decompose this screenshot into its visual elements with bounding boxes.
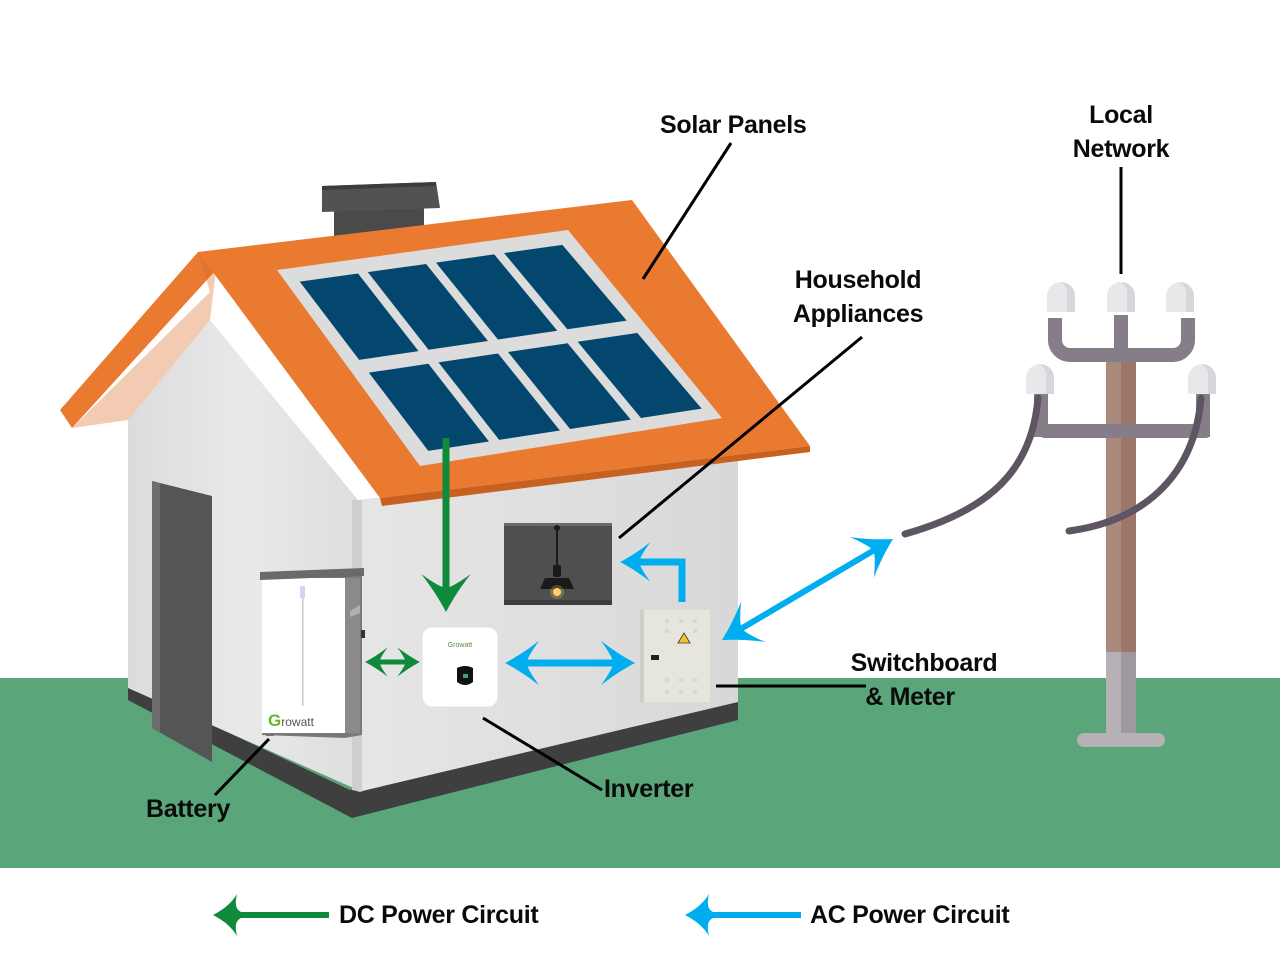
leader-inverter [482, 716, 603, 792]
legend-ac-arrow-icon [685, 894, 801, 936]
label-switchboard-line1: Switchboard [850, 649, 998, 677]
solar-panel-cells [299, 244, 702, 451]
label-household-line2: Appliances [792, 300, 924, 328]
label-local-network-line2: Network [1072, 135, 1170, 163]
label-switchboard-line2: & Meter [865, 683, 955, 711]
arrow-switchboard-grid-head-back [722, 601, 766, 642]
insulators [1026, 282, 1216, 394]
leader-household [618, 335, 863, 540]
solar-panel-cell [438, 353, 560, 440]
solar-panels [277, 230, 722, 466]
leader-lines [213, 142, 1123, 797]
solar-panel-cell [435, 254, 558, 340]
label-switchboard-meter: Switchboard & Meter [836, 646, 1012, 714]
door [152, 481, 212, 762]
solar-panel-cell [367, 263, 488, 350]
power-pole [901, 282, 1216, 747]
arrow-switchboard-grid-head [849, 537, 893, 578]
label-solar-panels: Solar Panels [660, 108, 807, 142]
house [60, 182, 810, 818]
house-foundation [128, 685, 738, 818]
label-household-appliances: Household Appliances [782, 263, 934, 331]
solar-panel-cell [577, 332, 702, 418]
inverter: Growatt [421, 626, 499, 708]
arrow-inverter-switchboard-head [600, 640, 635, 686]
pendant-lamp-icon [540, 525, 574, 599]
legend-dc-arrow-icon [213, 894, 329, 936]
label-household-line1: Household [794, 266, 922, 294]
label-solar-panels-text: Solar Panels [660, 111, 807, 139]
household-appliances [504, 523, 612, 605]
solar-panel-cell [368, 363, 489, 451]
solar-panel-cell [504, 244, 627, 330]
leader-solar-panels [641, 142, 733, 280]
label-inverter-text: Inverter [604, 775, 694, 803]
legend-ac-label: AC Power Circuit [810, 901, 1010, 929]
label-inverter: Inverter [604, 772, 694, 806]
label-local-network: Local Network [1062, 98, 1180, 166]
arrow-battery-inverter-head-back [365, 647, 388, 677]
arrow-solar-to-inverter-head [421, 574, 471, 612]
arrow-battery-inverter-head [397, 647, 420, 677]
power-flow-arrows [365, 438, 893, 686]
arrow-switchboard-household-shaft [636, 558, 686, 602]
legend-dc-label: DC Power Circuit [339, 901, 539, 929]
power-line-right [1065, 394, 1205, 535]
label-local-network-line1: Local [1089, 101, 1153, 129]
solar-panel-cell [508, 343, 631, 429]
arrow-switchboard-grid-shaft [740, 548, 875, 631]
leader-battery [213, 737, 271, 797]
arrow-inverter-switchboard-head-back [505, 640, 540, 686]
switchboard-meter [640, 610, 710, 702]
battery-brand-logo: Growatt [268, 711, 315, 730]
arrow-switchboard-household-head [620, 542, 651, 582]
power-line-left [901, 394, 1042, 538]
roof-left-edge [60, 252, 216, 428]
inverter-brand-logo: Growatt [448, 642, 473, 649]
house-side-wall [358, 455, 738, 792]
label-battery: Battery [146, 792, 230, 826]
battery: Growatt [260, 568, 365, 738]
solar-panel-cell [299, 273, 419, 360]
label-battery-text: Battery [146, 795, 231, 823]
